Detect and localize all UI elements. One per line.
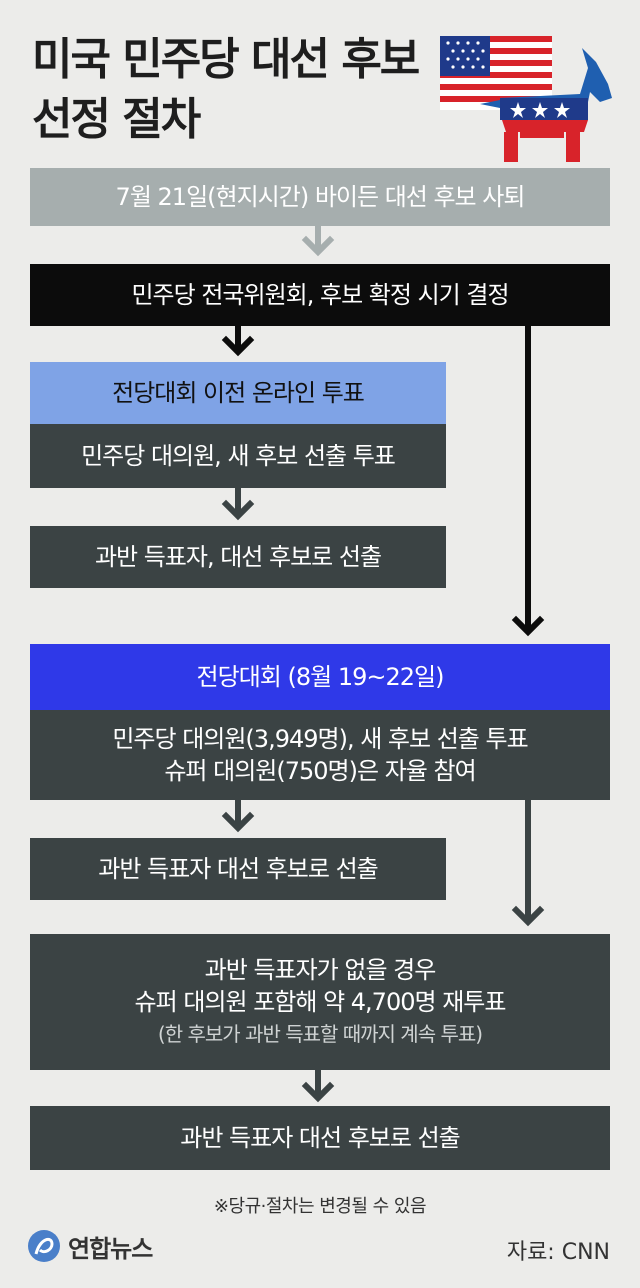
- online-vote-body: 민주당 대의원, 새 후보 선출 투표: [30, 424, 446, 488]
- no-majority: 과반 득표자가 없을 경우 슈퍼 대의원 포함해 약 4,700명 재투표 (한…: [30, 934, 610, 1070]
- step-text: 민주당 전국위원회, 후보 확정 시기 결정: [131, 281, 509, 309]
- step-biden-withdraw: 7월 21일(현지시간) 바이든 대선 후보 사퇴: [30, 168, 610, 226]
- democratic-donkey-icon: [440, 36, 612, 162]
- arrow-down-icon: [301, 225, 335, 257]
- step-text: 전당대회 이전 온라인 투표: [112, 379, 365, 407]
- convention-header: 전당대회 (8월 19~22일): [30, 644, 610, 710]
- step-text: 전당대회 (8월 19~22일): [196, 663, 445, 691]
- online-majority: 과반 득표자, 대선 후보로 선출: [30, 526, 446, 588]
- step-dnc-decision: 민주당 전국위원회, 후보 확정 시기 결정: [30, 264, 610, 326]
- step-text: 과반 득표자 대선 후보로 선출: [180, 1124, 460, 1152]
- step-text: 7월 21일(현지시간) 바이든 대선 후보 사퇴: [115, 183, 526, 211]
- online-vote-header: 전당대회 이전 온라인 투표: [30, 362, 446, 424]
- step-text: 과반 득표자가 없을 경우: [204, 956, 437, 984]
- source: 자료: CNN: [506, 1240, 610, 1265]
- yonhap-logo-icon: [28, 1230, 60, 1262]
- page-title: 미국 민주당 대선 후보 선정 절차: [32, 34, 420, 145]
- convention-majority: 과반 득표자 대선 후보로 선출: [30, 838, 446, 900]
- footnote: ※당규·절차는 변경될 수 있음: [213, 1196, 427, 1217]
- step-text: 과반 득표자, 대선 후보로 선출: [94, 543, 382, 571]
- arrow-down-icon: [221, 323, 255, 357]
- step-text: 슈퍼 대의원(750명)은 자율 참여: [164, 757, 476, 785]
- step-text: 슈퍼 대의원 포함해 약 4,700명 재투표: [134, 988, 507, 1016]
- arrow-down-icon: [221, 487, 255, 521]
- step-note: (한 후보가 과반 득표할 때까지 계속 투표): [157, 1022, 483, 1046]
- logo-text: 연합뉴스: [68, 1234, 153, 1263]
- arrow-down-icon: [301, 1069, 335, 1103]
- final-majority: 과반 득표자 대선 후보로 선출: [30, 1106, 610, 1170]
- yonhap-logo: 연합뉴스: [26, 1226, 153, 1266]
- convention-body: 민주당 대의원(3,949명), 새 후보 선출 투표 슈퍼 대의원(750명)…: [30, 710, 610, 800]
- step-text: 과반 득표자 대선 후보로 선출: [98, 855, 378, 883]
- step-text: 민주당 대의원, 새 후보 선출 투표: [81, 442, 396, 470]
- arrow-down-icon: [221, 799, 255, 833]
- step-text: 민주당 대의원(3,949명), 새 후보 선출 투표: [112, 725, 528, 753]
- arrow-down-icon: [511, 323, 545, 637]
- arrow-down-icon: [511, 799, 545, 927]
